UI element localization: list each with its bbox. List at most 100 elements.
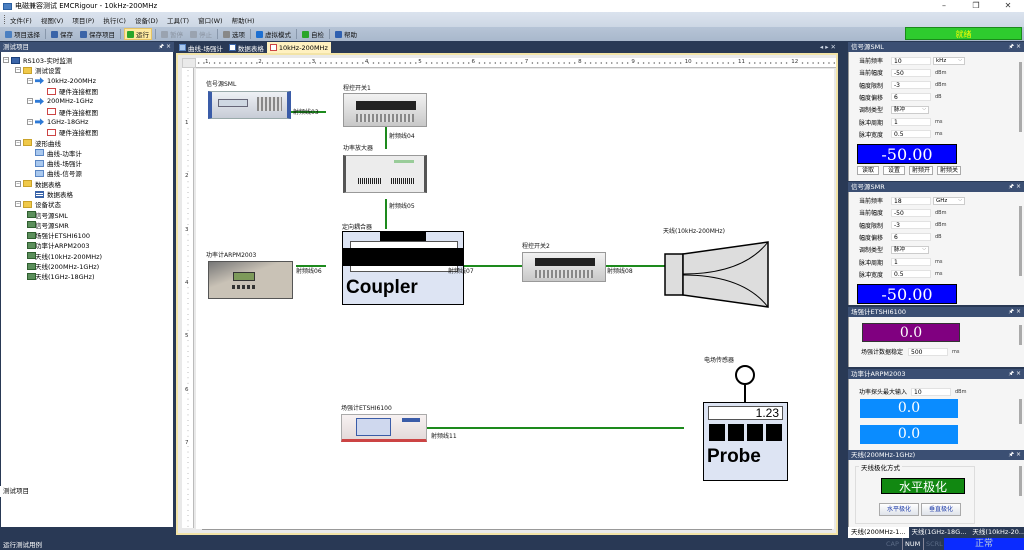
tree-item[interactable]: 曲线-功率计 <box>3 148 171 158</box>
modulation-select[interactable]: 脉冲 <box>891 105 929 114</box>
power-amplifier[interactable] <box>343 155 427 193</box>
unit-select[interactable]: kHz <box>933 56 965 65</box>
tree-item[interactable]: 硬件连接框图 <box>3 127 171 137</box>
field-input[interactable]: 18 <box>891 196 931 205</box>
smr-scrollbar[interactable] <box>1019 206 1022 276</box>
field-input[interactable]: -50 <box>891 68 931 77</box>
menu-grip[interactable] <box>4 15 6 24</box>
field-input[interactable]: -50 <box>891 208 931 217</box>
tree-item[interactable]: −设备状态 <box>3 199 171 209</box>
save-project-button[interactable]: 保存项目 <box>78 28 117 40</box>
tree-item[interactable]: −测试设置 <box>3 65 171 75</box>
collapse-toggle-icon[interactable]: − <box>27 118 33 125</box>
directional-coupler[interactable]: Coupler <box>342 231 464 305</box>
tab-antenna-200mhz-1ghz[interactable]: 天线(200MHz-1... <box>848 527 909 538</box>
tree-item[interactable]: 天线(200MHz-1GHz) <box>3 261 171 271</box>
menu-execute[interactable]: 执行(C) <box>103 16 126 25</box>
panel-pin-close-icon[interactable]: 🖈 × <box>1008 308 1022 315</box>
tree-item[interactable]: −波形曲线 <box>3 137 171 148</box>
menu-file[interactable]: 文件(F) <box>10 16 32 25</box>
collapse-toggle-icon[interactable]: − <box>15 139 21 146</box>
doc-tab-field-curve[interactable]: 曲线-场强计 <box>176 42 226 53</box>
ets-stable-input[interactable]: 500 <box>908 347 948 356</box>
rf-switch-1[interactable] <box>343 93 427 127</box>
panel-pin-close-icon[interactable]: 🖈 × <box>1008 451 1022 458</box>
panel-pin-close-icon[interactable]: 🖈 × <box>158 43 172 50</box>
virtual-mode-button[interactable]: 虚拟模式 <box>254 28 293 40</box>
tree-item[interactable]: 信号源SML <box>3 209 171 220</box>
tree-item[interactable]: 硬件连接框图 <box>3 86 171 96</box>
rf-switch-2[interactable] <box>522 252 606 282</box>
antenna-scrollbar[interactable] <box>1019 466 1022 496</box>
tree-item[interactable]: 曲线-场强计 <box>3 158 171 168</box>
field-meter-ets[interactable] <box>341 414 427 442</box>
field-input[interactable]: -3 <box>891 81 931 90</box>
panel-pin-close-icon[interactable]: 🖈 × <box>1008 43 1022 50</box>
tab-resource-management[interactable]: 资源管理 <box>35 487 61 495</box>
collapse-toggle-icon[interactable]: − <box>3 57 9 64</box>
tree-item[interactable]: 曲线-信号源 <box>3 168 171 178</box>
field-input[interactable]: 0.5 <box>891 270 931 279</box>
minimize-button[interactable]: – <box>942 1 946 10</box>
field-input[interactable]: 0.5 <box>891 130 931 139</box>
field-input[interactable]: 10 <box>891 56 931 65</box>
modulation-select[interactable]: 脉冲 <box>891 245 929 254</box>
tab-test-project[interactable]: 测试项目 <box>0 486 32 497</box>
menu-device[interactable]: 设备(D) <box>134 16 159 25</box>
collapse-toggle-icon[interactable]: − <box>27 77 33 84</box>
save-button[interactable]: 保存 <box>49 28 75 40</box>
sml-rf-on-button[interactable]: 射频开 <box>909 166 933 175</box>
tree-item[interactable]: 数据表格 <box>3 189 171 199</box>
sml-set-button[interactable]: 设置 <box>883 166 905 175</box>
field-input[interactable]: 6 <box>891 233 931 242</box>
sml-rf-off-button[interactable]: 射频关 <box>937 166 961 175</box>
tab-antenna-10khz-200mhz[interactable]: 天线(10kHz-20... <box>972 528 1024 536</box>
panel-pin-close-icon[interactable]: 🖈 × <box>1008 183 1022 190</box>
horizontal-scrollbar[interactable] <box>202 529 832 533</box>
menu-project[interactable]: 项目(P) <box>72 16 95 25</box>
project-select-button[interactable]: 项目选择 <box>3 28 42 40</box>
menu-tools[interactable]: 工具(T) <box>167 16 190 25</box>
restore-button[interactable]: ❐ <box>972 1 980 10</box>
tree-item[interactable]: 场强计ETSHI6100 <box>3 230 171 240</box>
tree-item[interactable]: −RS103-实时监测 <box>3 55 171 65</box>
sml-scrollbar[interactable] <box>1019 62 1022 132</box>
collapse-toggle-icon[interactable]: − <box>15 180 21 187</box>
run-button[interactable]: 运行 <box>124 28 152 40</box>
sml-read-button[interactable]: 读取 <box>857 166 879 175</box>
arpm-scrollbar[interactable] <box>1019 399 1022 424</box>
horn-antenna[interactable] <box>663 239 773 309</box>
tree-item[interactable]: −1GHz-18GHz <box>3 117 171 127</box>
tree-item[interactable]: 天线(10kHz-200MHz) <box>3 251 171 261</box>
power-meter-arpm[interactable] <box>208 261 293 299</box>
help-button[interactable]: 帮助 <box>333 28 359 40</box>
options-button[interactable]: 选项 <box>221 28 247 40</box>
tree-item[interactable]: 硬件连接框图 <box>3 106 171 117</box>
tree-item[interactable]: 信号源SMR <box>3 220 171 230</box>
tree-item[interactable]: −200MHz-1GHz <box>3 96 171 106</box>
tree-item[interactable]: −10kHz-200MHz <box>3 76 171 86</box>
ets-scrollbar[interactable] <box>1019 325 1022 345</box>
self-check-button[interactable]: 自检 <box>300 28 326 40</box>
field-input[interactable]: 1 <box>891 258 931 266</box>
tab-antenna-1ghz-18ghz[interactable]: 天线(1GHz-18G... <box>911 528 967 536</box>
vertical-polarization-button[interactable]: 垂直极化 <box>921 503 961 516</box>
close-button[interactable]: ✕ <box>1004 1 1012 10</box>
panel-pin-close-icon[interactable]: 🖈 × <box>1008 370 1022 377</box>
collapse-toggle-icon[interactable]: − <box>15 67 21 74</box>
field-input[interactable]: -3 <box>891 221 931 230</box>
tree-item[interactable]: 功率计ARPM2003 <box>3 240 171 250</box>
menu-view[interactable]: 视图(V) <box>40 16 64 25</box>
signal-generator-sml[interactable] <box>208 91 291 119</box>
collapse-toggle-icon[interactable]: − <box>27 98 33 105</box>
arpm-max-input[interactable]: 10 <box>911 387 951 396</box>
horizontal-polarization-button[interactable]: 水平极化 <box>879 503 919 516</box>
menu-window[interactable]: 窗口(W) <box>198 16 223 25</box>
field-input[interactable]: 1 <box>891 118 931 126</box>
tab-data-management[interactable]: 数据管理 <box>67 487 93 495</box>
tree-item[interactable]: 天线(1GHz-18GHz) <box>3 271 171 281</box>
stop-button[interactable]: 停止 <box>188 28 214 40</box>
pause-button[interactable]: 暂停 <box>159 28 185 40</box>
doc-tab-data-table[interactable]: 数据表格 <box>226 42 267 53</box>
tree-item[interactable]: −数据表格 <box>3 179 171 189</box>
